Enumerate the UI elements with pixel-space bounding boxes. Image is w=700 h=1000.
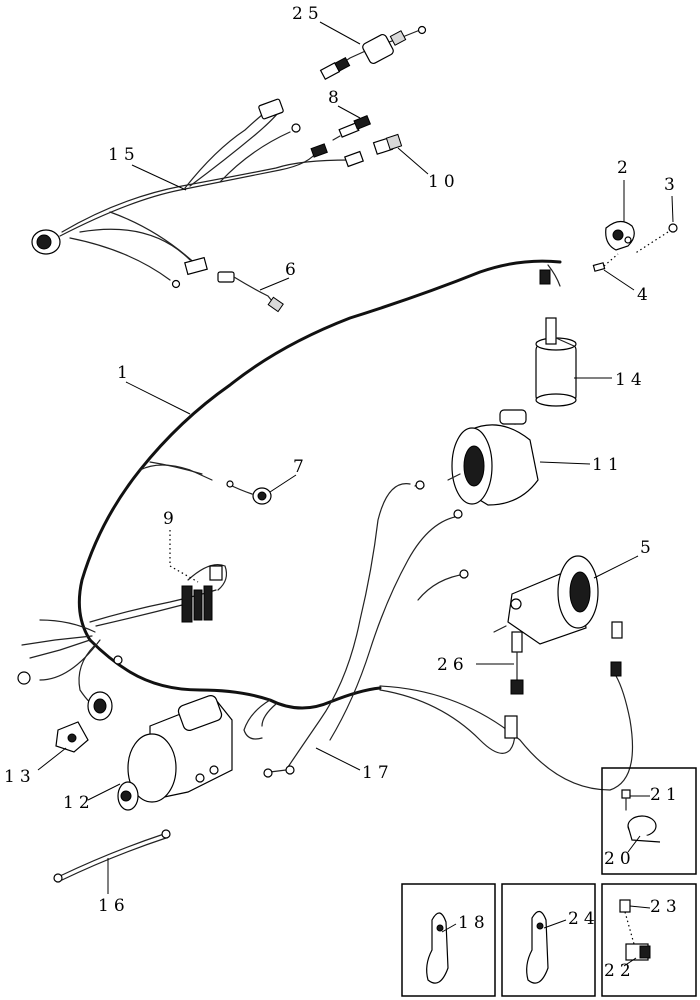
callout-23: 23 <box>650 897 682 917</box>
part-26-connector-lead <box>510 631 524 695</box>
callout-11: 11 <box>592 455 624 475</box>
callout-17: 17 <box>362 763 394 783</box>
part-12-starter-motor <box>117 695 233 811</box>
callout-2: 2 <box>617 158 633 178</box>
callout-24: 24 <box>568 909 600 929</box>
callout-22: 22 <box>604 961 636 981</box>
callout-1: 1 <box>117 363 133 383</box>
callout-20: 20 <box>604 849 636 869</box>
callout-12: 12 <box>63 793 95 813</box>
callout-3: 3 <box>664 175 680 195</box>
callout-7: 7 <box>293 457 309 477</box>
callout-8: 8 <box>328 88 344 108</box>
callout-21: 21 <box>650 785 682 805</box>
callout-14: 14 <box>615 370 647 390</box>
part-2-relay-bracket <box>605 220 635 251</box>
callout-13: 13 <box>4 767 36 787</box>
part-7-sender <box>226 480 272 505</box>
callout-4: 4 <box>637 285 653 305</box>
callout-26: 26 <box>437 655 469 675</box>
callout-10: 10 <box>428 172 460 192</box>
part-16-ground-strap <box>53 829 171 883</box>
part-14-coil <box>535 317 577 407</box>
inset-tie-24 <box>501 883 596 997</box>
inset-tie-18 <box>401 883 496 997</box>
part-17-cable <box>263 480 633 791</box>
callout-5: 5 <box>640 538 656 558</box>
inset-clamp-20-21 <box>601 767 697 875</box>
part-10-pressure-switch <box>372 133 403 155</box>
callout-25: 25 <box>292 4 324 24</box>
part-11-alternator <box>447 409 539 506</box>
part-15-harness <box>31 98 364 289</box>
callout-6: 6 <box>285 260 301 280</box>
part-5-ac-compressor <box>493 555 623 645</box>
part-8-sender <box>332 115 372 141</box>
part-9-connector-cluster <box>181 564 228 623</box>
part-4-screw <box>592 262 606 272</box>
inset-clamp-22-23 <box>601 883 697 997</box>
callout-18: 18 <box>458 913 490 933</box>
part-6-jumper-lead <box>217 271 284 313</box>
part-13-relay <box>55 721 89 753</box>
callout-15: 15 <box>108 145 140 165</box>
part-3-nut <box>668 223 678 233</box>
callout-9: 9 <box>163 509 179 529</box>
part-25-inline-connector <box>319 25 427 80</box>
callout-16: 16 <box>98 896 130 916</box>
